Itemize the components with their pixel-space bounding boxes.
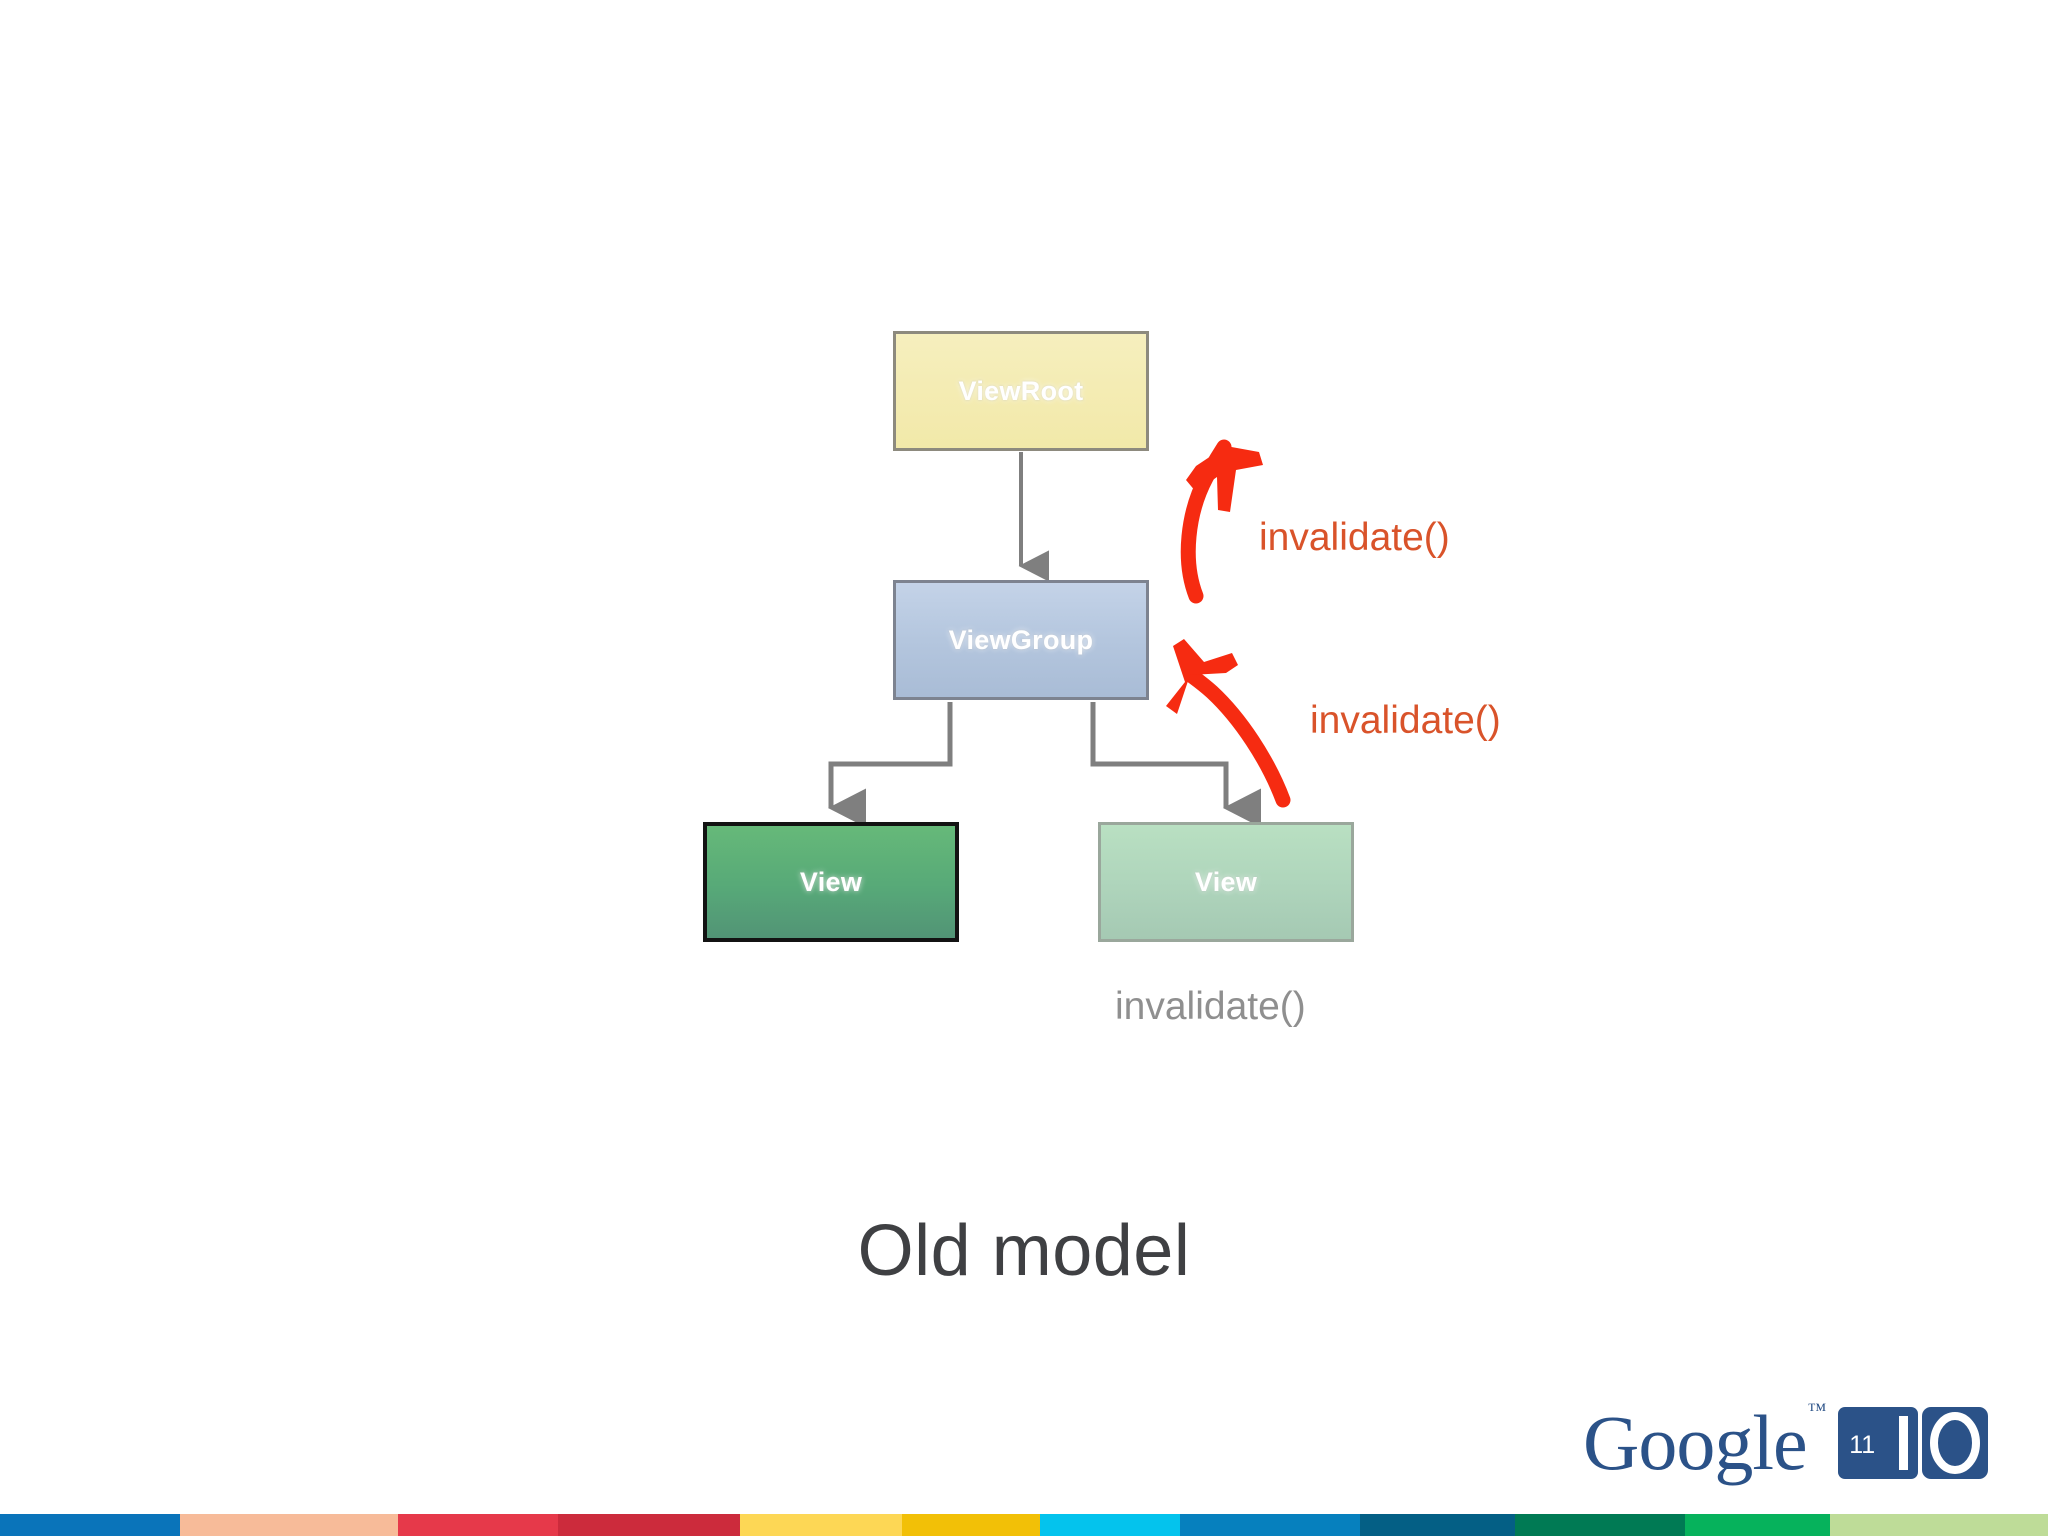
color-swatch-cyan bbox=[1040, 1514, 1180, 1536]
page-title: Old model bbox=[857, 1211, 1191, 1291]
color-swatch-gold bbox=[902, 1514, 1040, 1536]
google-wordmark: Google™ bbox=[1583, 1401, 1826, 1482]
color-swatch-light-yellow bbox=[740, 1514, 902, 1536]
diagram-node-view-left: View bbox=[703, 822, 959, 942]
color-swatch-deep-blue bbox=[1360, 1514, 1515, 1536]
color-swatch-red bbox=[398, 1514, 558, 1536]
io-badge-shape bbox=[1838, 1407, 1989, 1479]
edge-viewgroup-to-view-left bbox=[827, 702, 953, 828]
node-label: View bbox=[799, 866, 863, 897]
bottom-color-bar bbox=[0, 1514, 2048, 1536]
color-swatch-mid-blue bbox=[1180, 1514, 1360, 1536]
color-swatch-green bbox=[1685, 1514, 1830, 1536]
google-wordmark-text: Google bbox=[1583, 1399, 1808, 1486]
color-swatch-peach bbox=[180, 1514, 398, 1536]
color-swatch-blue bbox=[0, 1514, 180, 1536]
color-swatch-dark-green bbox=[1515, 1514, 1685, 1536]
diagram-node-viewroot: ViewRoot bbox=[893, 331, 1149, 451]
trademark-icon: ™ bbox=[1807, 1400, 1827, 1421]
io-badge: 11 bbox=[1838, 1407, 1989, 1479]
diagram-node-view-right: View bbox=[1098, 822, 1354, 942]
google-io-logo: Google™ 11 bbox=[1583, 1400, 1989, 1486]
curved-up-red-arrow-2 bbox=[1166, 639, 1291, 808]
color-swatch-dark-red bbox=[558, 1514, 740, 1536]
curved-up-red-arrow-1 bbox=[1180, 439, 1263, 604]
node-label: ViewGroup bbox=[948, 624, 1094, 655]
diagram-node-viewgroup: ViewGroup bbox=[893, 580, 1149, 700]
node-label: View bbox=[1194, 866, 1258, 897]
annotation-invalidate-1: invalidate() bbox=[1259, 516, 1450, 559]
annotation-invalidate-3: invalidate() bbox=[1115, 985, 1306, 1028]
color-swatch-light-green bbox=[1830, 1514, 2048, 1536]
node-label: ViewRoot bbox=[958, 375, 1084, 406]
io-badge-year: 11 bbox=[1849, 1431, 1876, 1459]
annotation-invalidate-2: invalidate() bbox=[1310, 699, 1501, 742]
edge-viewgroup-to-view-right bbox=[1090, 702, 1261, 828]
